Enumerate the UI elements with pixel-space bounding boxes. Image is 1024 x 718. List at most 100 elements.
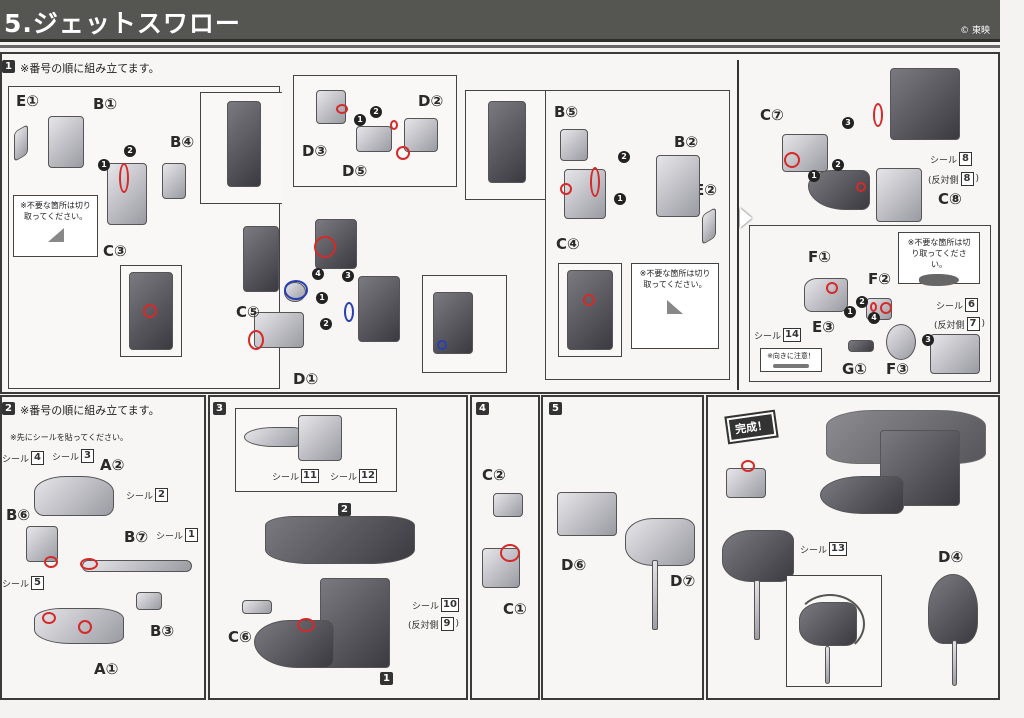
detail-inset-b2-front	[465, 90, 545, 200]
attach-mark-red	[390, 120, 398, 130]
part-d4-handle-shape	[952, 640, 957, 686]
attach-mark-red	[873, 103, 883, 127]
detail-inset-nose-seals: シール 11 シール 12	[235, 408, 397, 492]
copyright-notice: © 東映	[960, 26, 990, 36]
part-label-b2: B②	[674, 133, 699, 151]
part-label-b7: B⑦	[124, 528, 149, 546]
attach-mark-red	[396, 146, 410, 160]
seal-9-opposite: (反対側 9 )	[408, 617, 460, 631]
part-nose-assembly-shape	[254, 620, 334, 668]
part-nose-preview-shape	[244, 427, 304, 447]
attach-mark-red	[78, 620, 92, 634]
part-label-d6: D⑥	[561, 556, 587, 574]
seal-8: シール 8	[930, 152, 973, 166]
part-label-f3: F③	[886, 360, 909, 378]
part-f3-shape	[930, 334, 980, 374]
attach-mark-red	[44, 556, 58, 568]
attach-mark-red	[314, 236, 336, 258]
inset-part-shape	[567, 270, 613, 350]
order-marker-2: 2	[124, 145, 136, 157]
part-a2-shape	[34, 476, 114, 516]
cut-off-note-text: ※不要な箇所は切り取ってください。	[20, 201, 91, 221]
order-marker-2: 2	[370, 106, 382, 118]
attach-mark-red	[119, 163, 129, 193]
part-label-d2: D②	[418, 92, 444, 110]
part-c8-shape	[876, 168, 922, 222]
orientation-note-text: ※向きに注意！	[767, 352, 815, 360]
order-marker-4: 4	[868, 312, 880, 324]
part-label-c1: C①	[503, 600, 527, 618]
part-label-b1: B①	[93, 95, 118, 113]
header-rule	[0, 45, 1000, 48]
part-b1-shape	[48, 116, 84, 168]
part-b5-shape	[560, 129, 588, 161]
part-g1-shape	[886, 324, 916, 360]
part-label-c3: C③	[103, 242, 127, 260]
subassembly-ref-2: 2	[338, 503, 351, 516]
completed-jet-nose-shape	[820, 476, 904, 514]
part-small-block-shape	[726, 468, 766, 498]
orientation-part-icon	[773, 364, 809, 368]
part-d7-handle-shape	[652, 560, 658, 630]
attach-mark-blue	[437, 340, 447, 350]
cut-off-note-text: ※不要な箇所は切り取ってください。	[639, 269, 711, 289]
order-marker-1: 1	[98, 159, 110, 171]
inset-part-shape	[488, 101, 526, 183]
step-2-badge: 2	[2, 402, 15, 415]
detail-inset-b1-back	[200, 92, 282, 204]
part-e2-shape	[702, 206, 716, 246]
step-1-badge: 1	[2, 60, 15, 73]
part-label-d4: D④	[938, 548, 964, 566]
completed-hammer-head-shape	[722, 530, 794, 582]
part-label-g1: G①	[842, 360, 868, 378]
attach-mark-red	[880, 302, 892, 314]
attach-mark-red	[784, 152, 800, 168]
seal-5: シール 5	[2, 576, 45, 590]
part-label-c4: C④	[556, 235, 580, 253]
step-1-box-b2: B⑤ B② E② C④ 1 2 ※不要な箇所は切り取ってください。	[545, 90, 730, 380]
part-d7-head-shape	[625, 518, 695, 566]
part-label-c8: C⑧	[938, 190, 962, 208]
part-label-d1: D①	[293, 370, 319, 388]
attach-mark-red	[297, 618, 315, 632]
step-4-badge: 4	[476, 402, 489, 415]
inset-part-shape	[227, 101, 261, 187]
part-b4-shape	[162, 163, 186, 199]
part-label-b4: B④	[170, 133, 195, 151]
step-2-instruction: ※番号の順に組み立てます。	[20, 404, 160, 417]
order-marker-1: 1	[808, 170, 820, 182]
attach-mark-red	[590, 167, 600, 197]
step-2-sub-note: ※先にシールを貼ってください。	[10, 433, 129, 442]
attach-mark-red	[42, 612, 56, 624]
part-label-e3: E③	[812, 318, 835, 336]
wrap-direction-icon	[795, 594, 865, 654]
part-d6-shape	[557, 492, 617, 536]
section-header: 5.ジェットスワロー © 東映	[0, 0, 1000, 42]
part-e3-shape	[848, 340, 874, 352]
part-label-b3: B③	[150, 622, 175, 640]
part-f1-shape	[804, 278, 848, 312]
part-d2-shape	[404, 118, 438, 152]
substep-divider	[737, 60, 739, 390]
part-b2-shape	[656, 155, 700, 217]
order-marker-4: 4	[312, 268, 324, 280]
step-5-badge: 5	[549, 402, 562, 415]
seal-2: シール 2	[126, 488, 169, 502]
part-c6-shape	[242, 600, 272, 614]
cut-off-note-text: ※不要な箇所は切り取ってください。	[907, 238, 971, 269]
attach-mark-red	[856, 182, 866, 192]
order-marker-1: 1	[844, 306, 856, 318]
step-1-frame-left	[8, 86, 280, 389]
order-marker-1: 1	[354, 114, 366, 126]
step-3-badge: 3	[213, 402, 226, 415]
seal-13: シール 13	[800, 542, 847, 556]
part-label-f1: F①	[808, 248, 831, 266]
detail-inset-f-parts: F① F② E③ G① F③ 1 2 3 4 ※不要な箇所は切り取ってください。…	[749, 225, 991, 382]
attach-mark-red	[248, 330, 264, 350]
seal-4: シール 4	[2, 451, 45, 465]
detail-inset-seal-13-wrap	[786, 575, 882, 687]
part-wing-assembly-shape	[265, 516, 415, 564]
part-label-a2: A②	[100, 456, 125, 474]
part-b-assembly-shape	[243, 226, 279, 292]
cut-off-note-1: ※不要な箇所は切り取ってください。	[13, 195, 98, 257]
